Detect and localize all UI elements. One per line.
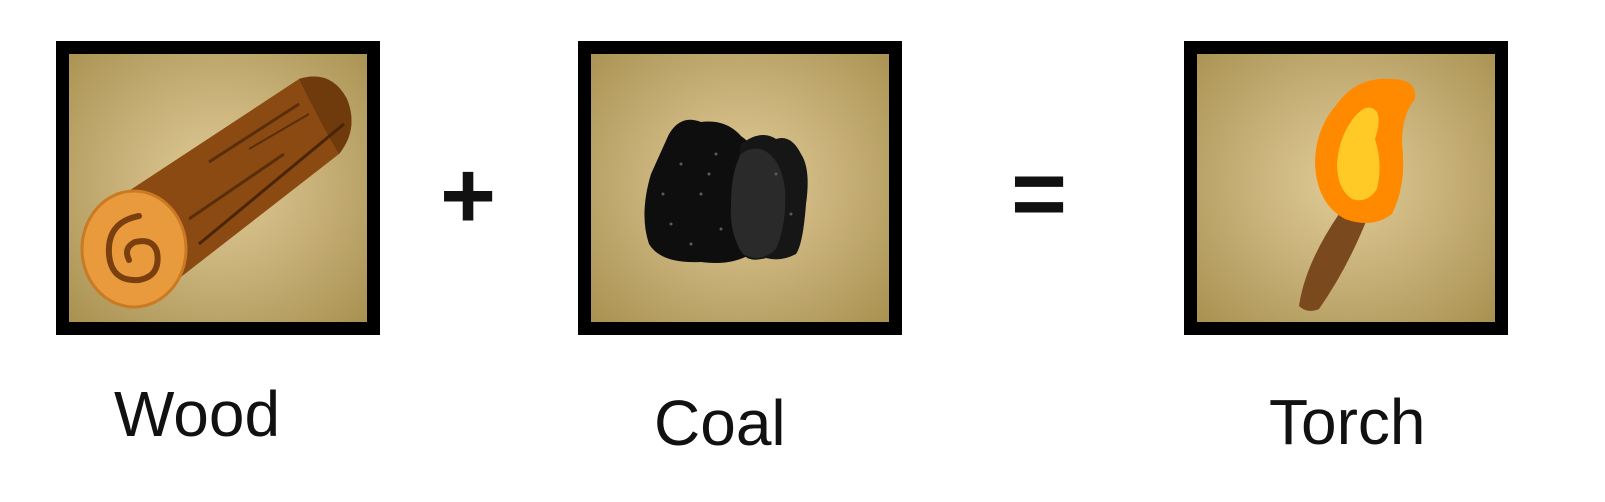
wood-log-icon [80, 76, 352, 309]
result-label-torch: Torch [1269, 386, 1426, 458]
plus-operator: + [440, 142, 497, 249]
torch-icon [1299, 78, 1416, 311]
result-slot-torch[interactable] [1184, 41, 1508, 335]
ingredient-slot-coal[interactable] [578, 41, 902, 335]
ingredient-label-wood: Wood [114, 378, 281, 450]
coal-lump-icon [644, 119, 808, 263]
equals-operator: = [1011, 140, 1068, 247]
ingredient-slot-wood[interactable] [56, 41, 380, 335]
ingredient-label-coal: Coal [654, 387, 786, 459]
